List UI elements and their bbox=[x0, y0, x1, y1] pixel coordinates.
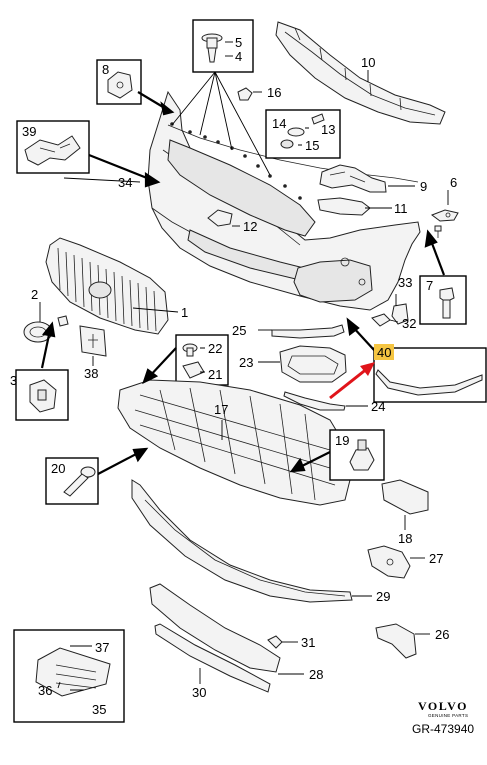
reference-number: GR-473940 bbox=[412, 722, 474, 736]
part-17-undertray bbox=[117, 379, 351, 506]
part-30-strip bbox=[154, 623, 271, 693]
callout-16: 16 bbox=[267, 85, 281, 100]
part-38-cover bbox=[79, 325, 107, 357]
callout-15: 15 bbox=[305, 138, 319, 153]
callout-8: 8 bbox=[102, 62, 109, 77]
callout-9: 9 bbox=[420, 179, 427, 194]
part-13-15-screw-detail bbox=[265, 109, 341, 159]
callout-39: 39 bbox=[22, 124, 36, 139]
brand-tagline: GENUINE PARTS bbox=[428, 713, 468, 718]
part-16-clip bbox=[237, 87, 253, 101]
callout-26: 26 bbox=[435, 627, 449, 642]
part-29-spoiler bbox=[131, 479, 353, 603]
part-32-clip bbox=[371, 313, 391, 327]
callout-11: 11 bbox=[394, 201, 408, 216]
callout-33: 33 bbox=[398, 275, 412, 290]
part-24-trim bbox=[283, 391, 346, 411]
callout-19: 19 bbox=[335, 433, 349, 448]
callout-labels: 1 2 3 4 5 6 7 8 9 10 11 12 13 14 15 16 1… bbox=[10, 35, 457, 717]
part-21-22-nut-detail bbox=[175, 334, 229, 386]
callout-31: 31 bbox=[301, 635, 315, 650]
callout-2: 2 bbox=[31, 287, 38, 302]
callout-35: 35 bbox=[92, 702, 106, 717]
callout-36: 36 bbox=[38, 683, 52, 698]
callout-23: 23 bbox=[239, 355, 253, 370]
callout-40-highlight bbox=[374, 344, 394, 360]
part-18-cover bbox=[381, 479, 429, 515]
callout-17: 17 bbox=[214, 402, 228, 417]
part-12-bracket bbox=[207, 209, 233, 227]
callout-21: 21 bbox=[208, 367, 222, 382]
callout-28: 28 bbox=[309, 667, 323, 682]
callout-30: 30 bbox=[192, 685, 206, 700]
part-3-bracket-detail bbox=[15, 369, 69, 421]
part-35-license-plate-detail bbox=[13, 629, 125, 723]
callout-22: 22 bbox=[208, 341, 222, 356]
callout-14: 14 bbox=[272, 116, 286, 131]
callout-10: 10 bbox=[361, 55, 375, 70]
callout-5: 5 bbox=[235, 35, 242, 50]
callout-29: 29 bbox=[376, 589, 390, 604]
callout-4: 4 bbox=[235, 49, 242, 64]
part-4-5-fastener-detail bbox=[192, 19, 254, 73]
highlight-arrow bbox=[329, 366, 369, 400]
part-7-bolt-detail bbox=[419, 275, 467, 325]
part-9-bracket bbox=[319, 164, 387, 193]
part-6-clip bbox=[430, 209, 459, 238]
callout-1: 1 bbox=[181, 305, 188, 320]
callout-20: 20 bbox=[51, 461, 65, 476]
callout-38: 38 bbox=[84, 366, 98, 381]
part-33-cover bbox=[391, 303, 409, 325]
brand-block: VOLVO GENUINE PARTS GR-473940 bbox=[412, 699, 474, 736]
part-20-bolt-detail bbox=[45, 457, 99, 505]
part-27-bracket bbox=[367, 545, 411, 579]
part-31-clip bbox=[267, 635, 283, 649]
part-23-fog-bezel bbox=[279, 345, 347, 383]
part-8-clip-detail bbox=[96, 59, 142, 105]
part-19-nut-detail bbox=[329, 429, 385, 481]
callout-32: 32 bbox=[402, 316, 416, 331]
callout-18: 18 bbox=[398, 531, 412, 546]
callout-37: 37 bbox=[95, 640, 109, 655]
callout-25: 25 bbox=[232, 323, 246, 338]
part-39-bracket-detail bbox=[16, 120, 90, 174]
callout-13: 13 bbox=[321, 122, 335, 137]
callout-24: 24 bbox=[371, 399, 385, 414]
callout-3: 3 bbox=[10, 373, 17, 388]
callout-12: 12 bbox=[243, 219, 257, 234]
callout-34: 34 bbox=[118, 175, 132, 190]
part-34-bumper-cover bbox=[147, 90, 421, 311]
callout-6: 6 bbox=[450, 175, 457, 190]
highlight-arrowhead bbox=[360, 362, 375, 376]
volvo-logo: VOLVO bbox=[418, 699, 468, 713]
callout-40: 40 bbox=[377, 345, 391, 360]
part-25-trim bbox=[271, 324, 345, 339]
part-2-emblem bbox=[23, 315, 69, 343]
arrows bbox=[40, 91, 446, 475]
part-26-bracket bbox=[375, 623, 417, 659]
part-28-lower-trim bbox=[149, 583, 281, 673]
part-10-upper-bracket bbox=[275, 21, 446, 125]
callout-7: 7 bbox=[426, 278, 433, 293]
leader-lines bbox=[39, 41, 449, 691]
callout-27: 27 bbox=[429, 551, 443, 566]
part-1-grille bbox=[45, 237, 169, 335]
part-11-bracket bbox=[317, 197, 371, 216]
